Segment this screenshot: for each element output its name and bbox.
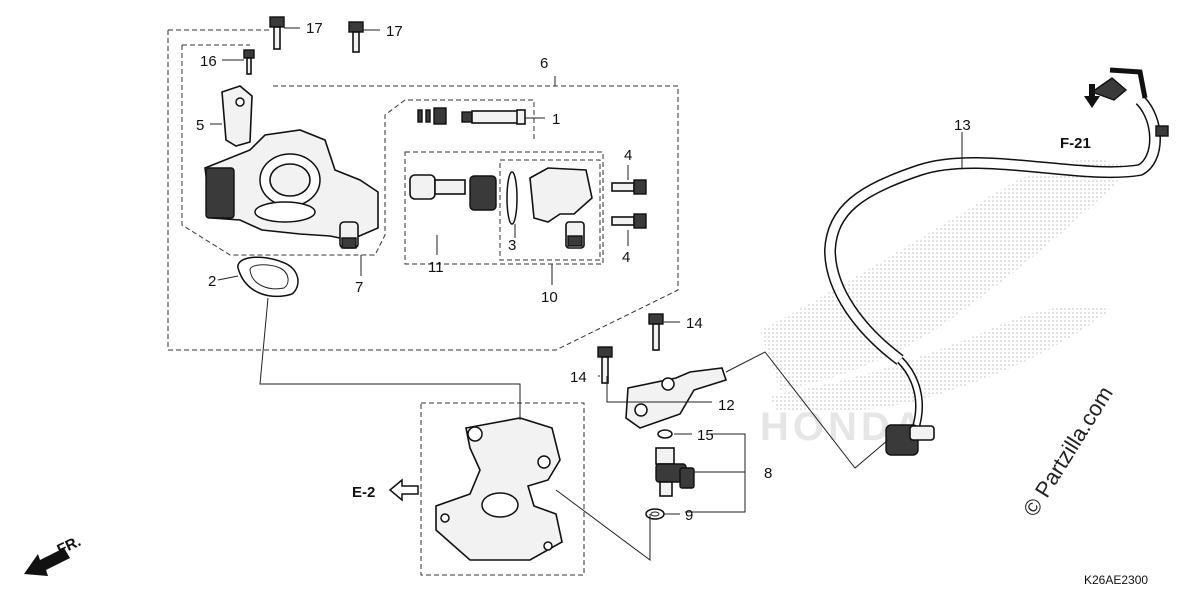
washer-15 bbox=[657, 429, 673, 439]
bolt-14-upper bbox=[648, 313, 664, 351]
callout-14-upper: 14 bbox=[686, 315, 703, 332]
callout-14-lower: 14 bbox=[570, 369, 587, 386]
sensor-parts-1 bbox=[417, 107, 526, 125]
subassembly-10-outline bbox=[499, 159, 601, 261]
bolt-17-right bbox=[348, 21, 364, 53]
intake-manifold bbox=[435, 417, 563, 561]
callout-2: 2 bbox=[208, 273, 216, 290]
subassembly-11-outline bbox=[404, 151, 604, 265]
honda-wing-logo: HONDA bbox=[760, 159, 1130, 449]
screw-4-bottom bbox=[611, 213, 647, 229]
callout-8: 8 bbox=[764, 465, 772, 482]
ref-f21-label: F-21 bbox=[1060, 135, 1091, 152]
callout-6: 6 bbox=[540, 55, 548, 72]
callout-3: 3 bbox=[508, 237, 516, 254]
injector-8 bbox=[655, 447, 695, 497]
gasket-2 bbox=[237, 256, 299, 298]
screw-16 bbox=[243, 49, 255, 75]
callout-4-bottom: 4 bbox=[622, 249, 630, 266]
fuel-hose-13 bbox=[823, 67, 1169, 456]
callout-17b: 17 bbox=[386, 23, 403, 40]
o-ring-3 bbox=[506, 171, 518, 225]
washer-9 bbox=[645, 508, 665, 520]
bolt-17-left bbox=[269, 16, 285, 50]
ref-e2-label: E-2 bbox=[352, 484, 375, 501]
front-direction-label: FR. bbox=[55, 533, 84, 559]
callout-10: 10 bbox=[541, 289, 558, 306]
throttle-body-7 bbox=[204, 129, 379, 249]
callout-4-top: 4 bbox=[624, 147, 632, 164]
callout-12: 12 bbox=[718, 397, 735, 414]
callout-13: 13 bbox=[954, 117, 971, 134]
subassembly-7-outline bbox=[181, 45, 535, 256]
manifold-outline bbox=[420, 402, 585, 576]
callout-5: 5 bbox=[196, 117, 204, 134]
leader-lines bbox=[210, 27, 963, 561]
callout-7: 7 bbox=[355, 279, 363, 296]
e2-arrow-icon bbox=[388, 478, 419, 502]
valve-11 bbox=[409, 174, 497, 211]
assembly-6-outline bbox=[167, 30, 679, 351]
callout-17a: 17 bbox=[306, 20, 323, 37]
callout-9: 9 bbox=[685, 507, 693, 524]
watermark-text: © Partzilla.com bbox=[1018, 382, 1118, 521]
callout-1: 1 bbox=[552, 111, 560, 128]
callout-11: 11 bbox=[428, 259, 444, 276]
callout-15: 15 bbox=[697, 427, 714, 444]
drawing-code: K26AE2300 bbox=[1084, 573, 1148, 587]
bolt-14-lower bbox=[597, 346, 613, 384]
lever-5 bbox=[221, 85, 253, 147]
callout-labels: 17 17 16 5 6 1 4 3 4 2 7 11 10 14 14 12 … bbox=[196, 20, 971, 524]
f21-arrow-icon bbox=[1084, 84, 1100, 108]
callout-16: 16 bbox=[200, 53, 217, 70]
injector-holder-12 bbox=[625, 367, 728, 429]
front-arrow-icon bbox=[24, 548, 70, 576]
idle-valve-10 bbox=[529, 167, 593, 249]
screw-4-top bbox=[611, 179, 647, 195]
